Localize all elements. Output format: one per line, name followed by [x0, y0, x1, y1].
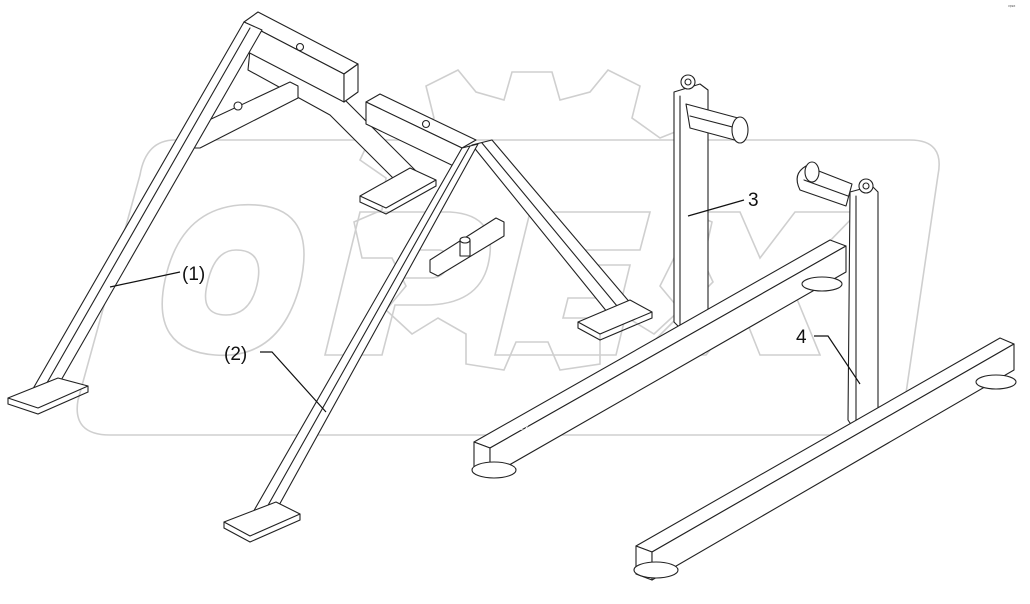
leader-2 — [260, 351, 327, 413]
watermark-brand-text: OPEX — [512, 426, 529, 432]
frame-part-2 — [223, 93, 653, 543]
part-3-foot-pad-front — [471, 461, 517, 479]
callout-label-3: 3 — [748, 190, 759, 211]
leader-1 — [109, 271, 181, 288]
stand-part-3 — [471, 74, 847, 479]
part-4-base-beam — [635, 337, 1015, 553]
part-2-front-foot — [223, 501, 301, 537]
callout-label-2: (2) — [224, 344, 247, 365]
callout-label-1: (1) — [182, 264, 205, 285]
part-2-front-leg — [251, 143, 479, 519]
callout-label-4: 4 — [796, 327, 807, 348]
leader-4 — [814, 335, 861, 385]
part-3-base-beam — [473, 239, 847, 449]
part-4-upright — [847, 185, 879, 427]
corner-mark: ᵒᵖᵉˣ — [1008, 4, 1016, 10]
leader-3 — [687, 199, 745, 217]
letter-o-watermark — [161, 203, 305, 357]
part-4-foot-pad-rear — [975, 374, 1017, 390]
stand-part-4 — [633, 161, 1017, 581]
part-4-foot-pad-front — [633, 561, 679, 579]
part-3-foot-pad-rear — [801, 276, 843, 292]
callout-leaders — [109, 199, 861, 413]
frame-part-1 — [7, 11, 437, 415]
part-1-front-foot — [7, 377, 89, 409]
letter-e-watermark — [493, 211, 652, 356]
